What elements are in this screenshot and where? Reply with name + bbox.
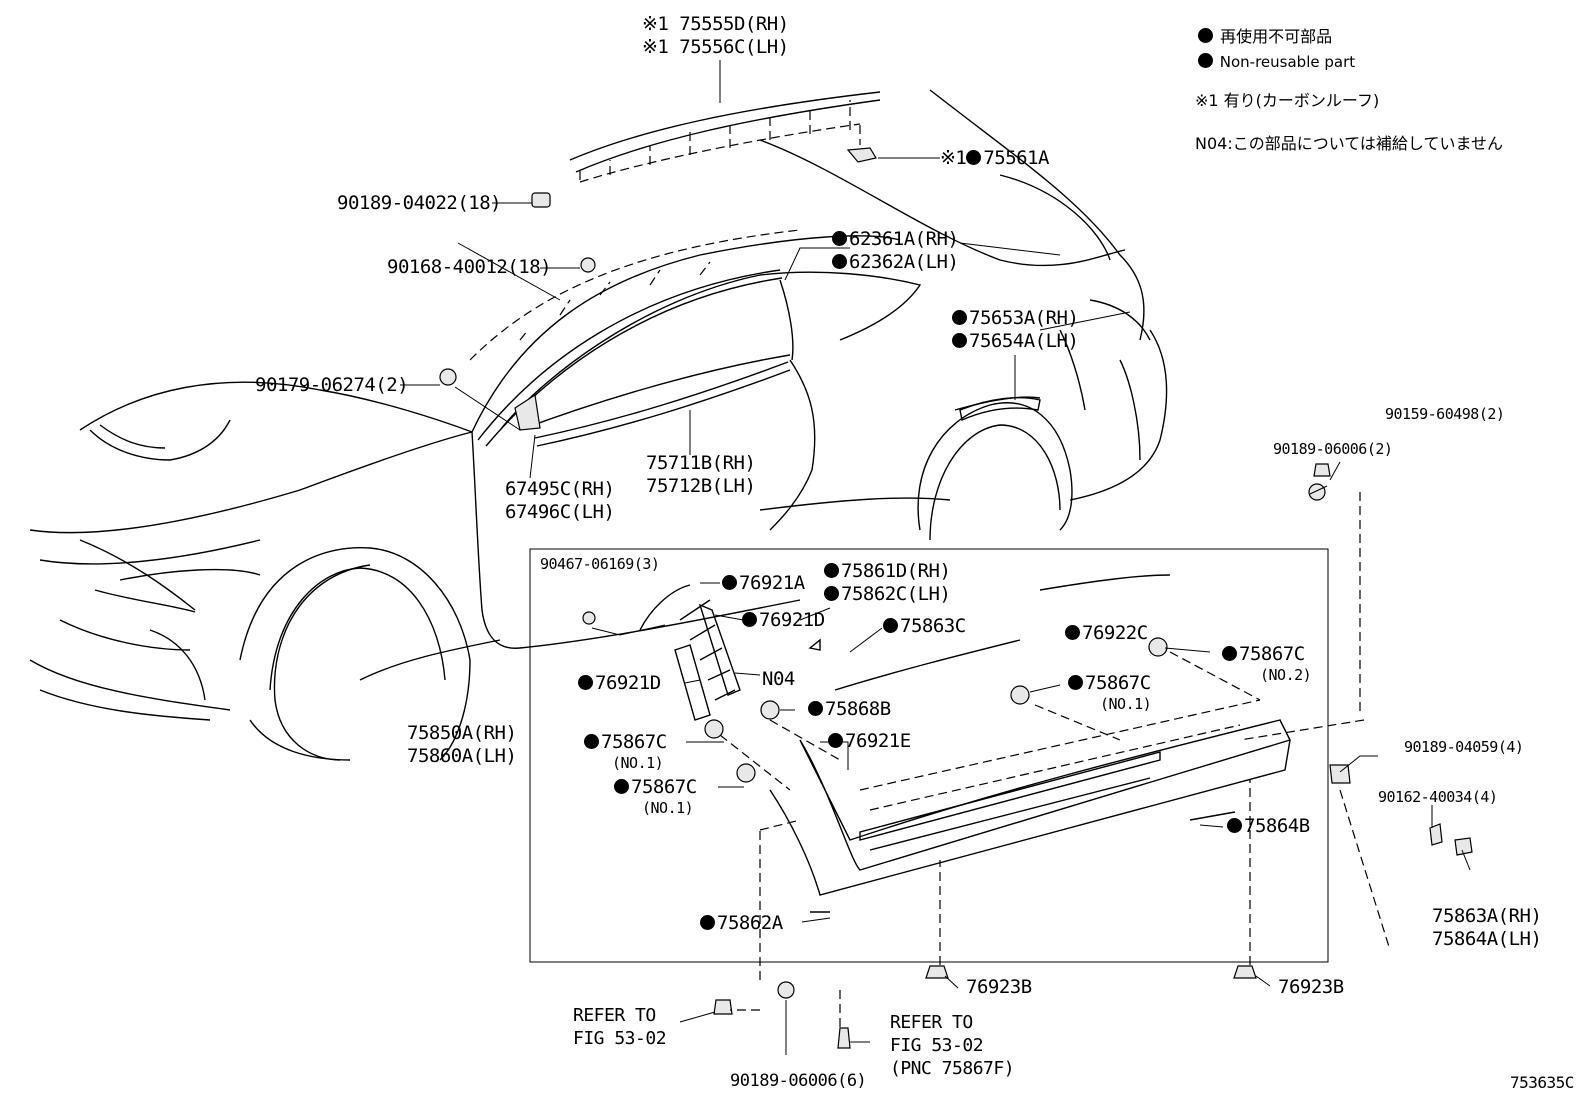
part-label-75863A: 75863A(RH) <box>1432 905 1542 927</box>
non-reusable-dot-icon <box>1198 28 1213 43</box>
part-label-75555D: ※1 75555D(RH) <box>642 13 789 35</box>
part-label-75863C: 75863C <box>883 615 966 637</box>
leader-lines <box>400 60 1471 1055</box>
part-note-no2: (NO.2) <box>1260 666 1312 684</box>
part-label-76921D-upper: 76921D <box>742 609 825 631</box>
fastener-glyphs <box>439 192 1473 1049</box>
part-label-75867C-no2: 75867C <box>1222 643 1305 665</box>
refer-note-1-line1: REFER TO <box>573 1005 656 1026</box>
part-label-75867C-no1-b: 75867C <box>614 776 697 798</box>
part-label-75867C-no1-a: 75867C <box>584 731 667 753</box>
refer-note-1-line2: FIG 53-02 <box>573 1028 667 1049</box>
part-note-no1-b: (NO.1) <box>642 799 694 817</box>
part-label-76922C: 76922C <box>1065 622 1148 644</box>
part-label-75712B: 75712B(LH) <box>646 475 756 497</box>
part-label-90189-06006-2: 90189-06006(2) <box>1273 440 1393 458</box>
part-label-90189-04059: 90189-04059(4) <box>1404 738 1524 756</box>
part-label-90179-06274: 90179-06274(2) <box>255 374 409 396</box>
part-label-62362A: 62362A(LH) <box>832 251 959 273</box>
part-label-76921D-lower: 76921D <box>578 672 661 694</box>
part-label-90467-06169: 90467-06169(3) <box>540 555 660 573</box>
legend-non-reusable-ja: 再使用不可部品 <box>1198 26 1332 48</box>
legend-non-reusable-en: Non-reusable part <box>1198 51 1355 73</box>
part-label-90162-40034: 90162-40034(4) <box>1378 788 1498 806</box>
legend-note-n04: N04:この部品については補給していません <box>1195 134 1503 153</box>
part-label-75862C: 75862C(LH) <box>824 583 951 605</box>
part-label-76921A: 76921A <box>722 572 805 594</box>
figure-id: 753635C <box>1510 1073 1574 1092</box>
part-label-75653A: 75653A(RH) <box>952 307 1079 329</box>
part-label-90168-40012: 90168-40012(18) <box>387 256 552 278</box>
refer-note-2-line2: FIG 53-02 <box>890 1035 984 1056</box>
part-label-75862A: 75862A <box>700 912 783 934</box>
part-label-75654A: 75654A(LH) <box>952 330 1079 352</box>
part-label-75850A: 75850A(RH) <box>407 722 517 744</box>
refer-note-2-line1: REFER TO <box>890 1012 973 1033</box>
part-label-90189-04022: 90189-04022(18) <box>337 192 502 214</box>
part-label-67495C: 67495C(RH) <box>505 478 615 500</box>
part-label-67496C: 67496C(LH) <box>505 501 615 523</box>
rocker-panel <box>639 492 1391 1030</box>
rocker-panel-box <box>529 548 1329 963</box>
legend-note-1: ※1 有り(カーボンルーフ) <box>1195 91 1380 110</box>
part-label-76921E: 76921E <box>828 730 911 752</box>
part-label-75868B: 75868B <box>808 698 891 720</box>
refer-note-2-line3: (PNC 75867F) <box>890 1058 1015 1079</box>
part-label-90189-06006-6: 90189-06006(6) <box>730 1071 867 1091</box>
part-note-no1-a: (NO.1) <box>612 754 664 772</box>
part-label-76923B-left: 76923B <box>966 976 1032 998</box>
part-label-75861D: 75861D(RH) <box>824 560 951 582</box>
part-label-62361A: 62361A(RH) <box>832 228 959 250</box>
part-label-90159-60498: 90159-60498(2) <box>1385 405 1505 423</box>
part-label-75864A: 75864A(LH) <box>1432 928 1542 950</box>
part-label-76923B-right: 76923B <box>1278 976 1344 998</box>
part-label-75860A: 75860A(LH) <box>407 745 517 767</box>
part-label-75864B: 75864B <box>1227 815 1310 837</box>
part-label-75867C-no1-right: 75867C <box>1068 672 1151 694</box>
non-reusable-dot-icon <box>1198 53 1213 68</box>
part-label-75556C: ※1 75556C(LH) <box>642 36 789 58</box>
roof-rail-parts <box>569 91 881 183</box>
vehicle-outline <box>29 89 1168 761</box>
part-note-no1-right: (NO.1) <box>1100 695 1152 713</box>
door-moldings <box>469 229 1041 447</box>
part-label-75711B: 75711B(RH) <box>646 452 756 474</box>
part-label-n04: N04 <box>762 668 795 690</box>
